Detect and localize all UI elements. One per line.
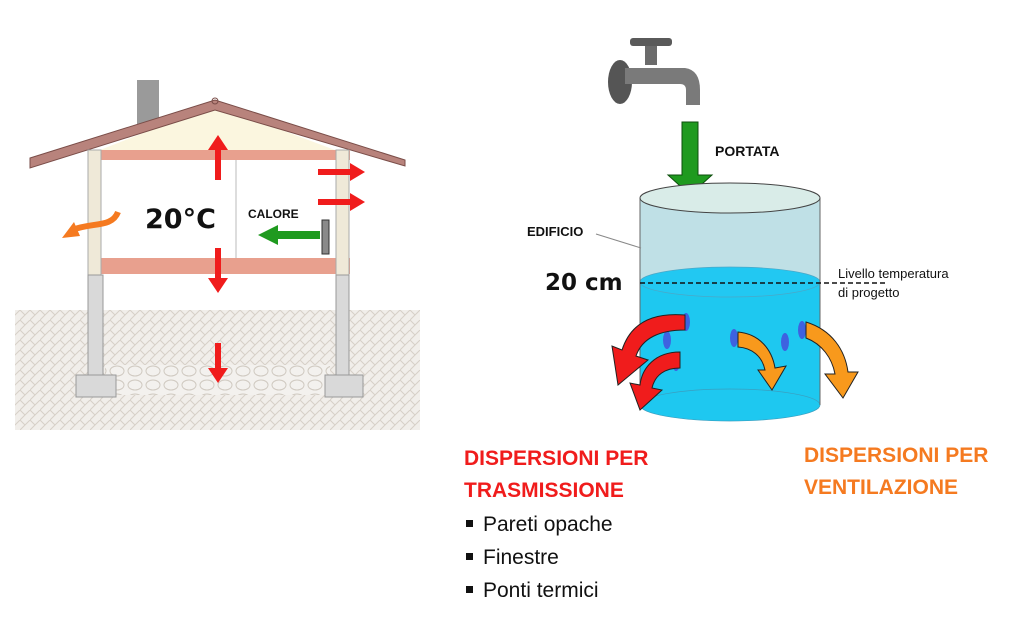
bullet-icon [466, 585, 473, 593]
level-value: 20 cm [545, 270, 623, 296]
roof [29, 99, 406, 169]
chimney [137, 80, 159, 125]
room-temperature: 20°C [145, 204, 216, 235]
faucet-icon [608, 38, 700, 105]
house-section [15, 80, 420, 430]
heat-arrow [258, 225, 320, 245]
transmission-title-line2: TRASMISSIONE [464, 479, 624, 502]
tank-ventilation-arrows [737, 321, 859, 399]
transmission-title-line1: DISPERSIONI PER [464, 447, 649, 470]
building-tank [595, 182, 887, 422]
radiator [321, 219, 330, 255]
flow-label: PORTATA [715, 143, 780, 159]
transmission-item: Ponti termici [466, 574, 599, 607]
attic [100, 105, 335, 150]
building-leader-line [595, 233, 642, 249]
bullet-icon [466, 552, 473, 560]
level-label-line2: di progetto [838, 285, 900, 300]
ventilation-title-line1: DISPERSIONI PER [804, 444, 989, 467]
ventilation-arrow [70, 210, 121, 233]
bullet-icon [466, 519, 473, 527]
building-label: EDIFICIO [527, 224, 584, 239]
transmission-arrows [208, 135, 365, 383]
level-label-line1: Livello temperatura [838, 266, 949, 281]
ventilation-title-line2: VENTILAZIONE [804, 476, 959, 499]
heat-label: CALORE [248, 207, 299, 221]
transmission-item: Finestre [466, 541, 559, 574]
transmission-item: Pareti opache [466, 508, 613, 541]
tank-transmission-arrows [611, 314, 686, 411]
